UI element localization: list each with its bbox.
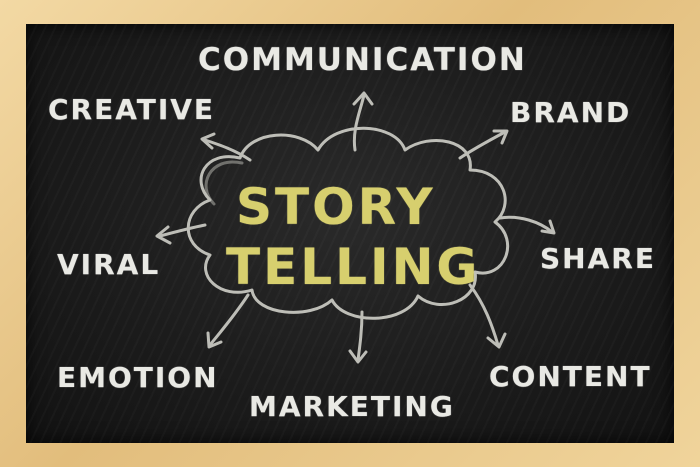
title-telling: TELLING	[226, 238, 481, 296]
arrow-creative	[200, 132, 252, 162]
word-viral: VIRAL	[57, 248, 161, 281]
arrow-share	[498, 215, 556, 235]
arrow-marketing	[348, 310, 368, 364]
arrow-viral	[155, 223, 207, 245]
word-brand: BRAND	[510, 96, 632, 129]
arrow-brand	[458, 129, 509, 160]
arrow-content	[468, 283, 507, 349]
word-emotion: EMOTION	[57, 361, 219, 394]
chalkboard	[26, 24, 674, 443]
word-share: SHARE	[540, 242, 656, 275]
arrow-emotion	[206, 293, 250, 349]
cloud-outline	[186, 126, 510, 320]
word-content: CONTENT	[489, 360, 652, 393]
word-marketing: MARKETING	[249, 390, 455, 423]
title-story: STORY	[236, 178, 436, 236]
word-creative: CREATIVE	[48, 93, 216, 126]
arrow-up	[352, 91, 374, 152]
word-communication: COMMUNICATION	[198, 42, 527, 78]
